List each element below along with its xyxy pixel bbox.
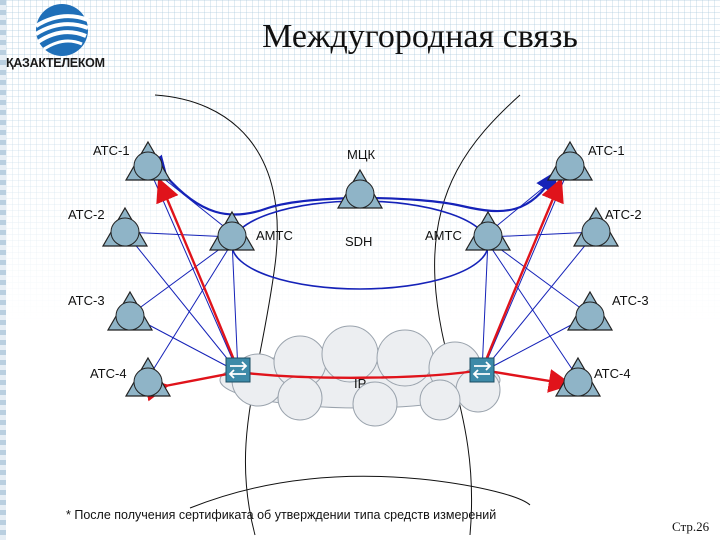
- label-right-amtc: АМТС: [425, 228, 462, 243]
- node-right-atc4: [554, 356, 602, 397]
- label-left-atc1: АТС-1: [93, 143, 130, 158]
- node-right-atc3: [566, 290, 614, 331]
- node-mck: [336, 168, 384, 209]
- label-right-atc4: АТС-4: [594, 366, 631, 381]
- label-right-atc2: АТС-2: [605, 207, 642, 222]
- node-right-atc1: [546, 140, 594, 181]
- footnote: * После получения сертификата об утвержд…: [66, 508, 497, 522]
- page-title: Междугородная связь: [262, 18, 578, 55]
- label-sdh: SDH: [345, 234, 372, 249]
- node-left-amtc: [208, 210, 256, 251]
- page-number: Стр.26: [672, 519, 710, 534]
- left-decorative-strip: [0, 0, 6, 540]
- node-left-atc2: [101, 206, 149, 247]
- label-left-atc4: АТС-4: [90, 366, 127, 381]
- zone-boundary-left: [154, 94, 278, 536]
- red-route-right-branch: [480, 177, 564, 371]
- router-icon-left: [225, 357, 251, 383]
- router-icon-right: [469, 357, 495, 383]
- label-right-atc1: АТС-1: [588, 143, 625, 158]
- kazakhtelecom-logo: [6, 2, 116, 72]
- zone-boundary-right: [434, 94, 521, 536]
- label-left-atc2: АТС-2: [68, 207, 105, 222]
- logo-wordmark: ҚАЗАКТЕЛЕКОМ: [6, 56, 105, 70]
- label-left-amtc: АМТС: [256, 228, 293, 243]
- red-route: [143, 368, 573, 402]
- node-right-atc2: [572, 206, 620, 247]
- label-mck: МЦК: [347, 147, 375, 162]
- red-route-left-branch: [156, 177, 240, 371]
- node-left-atc1: [124, 140, 172, 181]
- label-right-atc3: АТС-3: [612, 293, 649, 308]
- label-left-atc3: АТС-3: [68, 293, 105, 308]
- node-left-atc4: [124, 356, 172, 397]
- node-left-atc3: [106, 290, 154, 331]
- node-right-amtc: [464, 210, 512, 251]
- zone-boundary-bottom: [189, 475, 531, 509]
- label-ip: IP: [354, 376, 366, 391]
